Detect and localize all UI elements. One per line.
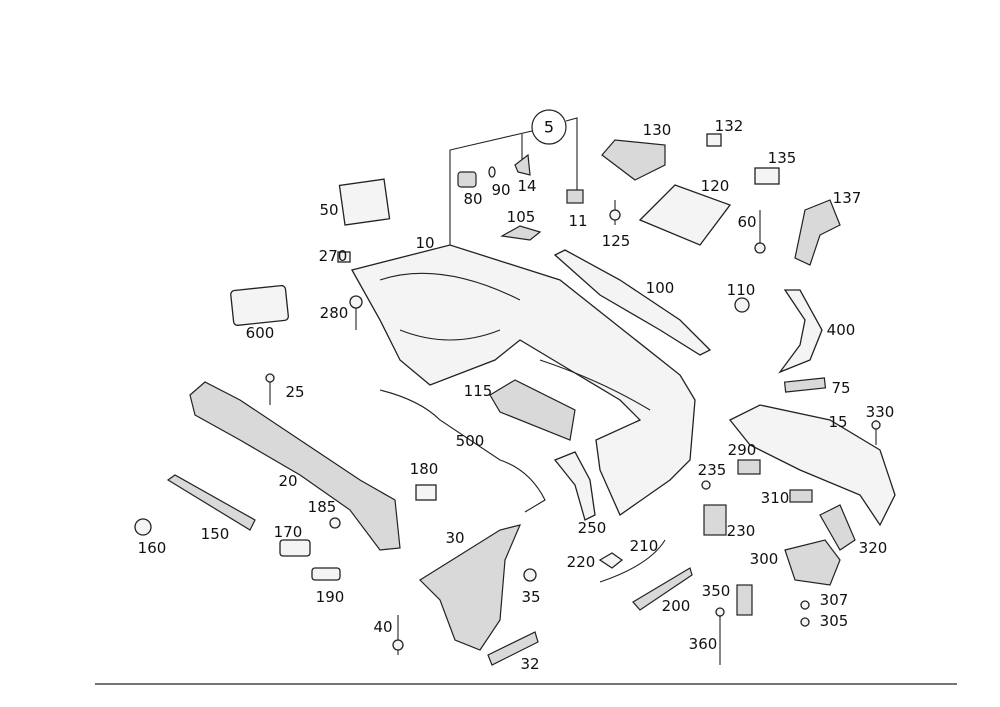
- part-600-cover[interactable]: [230, 284, 289, 326]
- part-310-clip[interactable]: [789, 489, 813, 503]
- part-label-500[interactable]: 500: [455, 432, 485, 450]
- part-130-bracket[interactable]: [601, 139, 666, 181]
- part-label-80[interactable]: 80: [463, 190, 483, 208]
- part-90-ring[interactable]: [488, 166, 496, 178]
- part-label-400[interactable]: 400: [826, 321, 856, 339]
- part-label-120[interactable]: 120: [700, 177, 730, 195]
- part-label-300[interactable]: 300: [749, 550, 779, 568]
- part-label-40[interactable]: 40: [373, 618, 393, 636]
- part-label-600[interactable]: 600: [245, 324, 275, 342]
- part-label-220[interactable]: 220: [566, 553, 596, 571]
- part-label-210[interactable]: 210: [629, 537, 659, 555]
- part-14-bracket[interactable]: [514, 153, 531, 176]
- part-210-strip[interactable]: [599, 539, 666, 583]
- part-200-bracket[interactable]: [632, 567, 693, 611]
- part-label-280[interactable]: 280: [319, 304, 349, 322]
- part-15-diffuser[interactable]: [728, 404, 896, 527]
- part-label-35[interactable]: 35: [521, 588, 541, 606]
- part-32-pad[interactable]: [487, 631, 539, 666]
- part-label-15[interactable]: 15: [828, 413, 848, 431]
- group-label-5[interactable]: 5: [543, 117, 555, 137]
- part-label-32[interactable]: 32: [520, 655, 540, 673]
- part-label-135[interactable]: 135: [767, 149, 797, 167]
- part-label-105[interactable]: 105: [506, 208, 536, 226]
- part-label-20[interactable]: 20: [278, 472, 298, 490]
- part-label-290[interactable]: 290: [727, 441, 757, 459]
- part-label-130[interactable]: 130: [642, 121, 672, 139]
- part-150-bracket[interactable]: [166, 474, 256, 531]
- part-label-310[interactable]: 310: [760, 489, 790, 507]
- part-120-frame[interactable]: [638, 184, 732, 246]
- part-label-100[interactable]: 100: [645, 279, 675, 297]
- part-label-170[interactable]: 170: [273, 523, 303, 541]
- part-320-bracket[interactable]: [819, 504, 856, 551]
- part-label-160[interactable]: 160: [137, 539, 167, 557]
- group-bracket: [449, 109, 578, 250]
- part-10-bumper-cover[interactable]: [351, 244, 696, 516]
- part-137-bracket[interactable]: [794, 199, 841, 266]
- part-label-180[interactable]: 180: [409, 460, 439, 478]
- part-label-60[interactable]: 60: [737, 213, 757, 231]
- part-label-11[interactable]: 11: [568, 212, 588, 230]
- part-20-bumper-carrier[interactable]: [189, 381, 401, 551]
- part-label-115[interactable]: 115: [463, 382, 493, 400]
- part-50-plate[interactable]: [338, 178, 391, 226]
- part-400-trim[interactable]: [778, 289, 823, 374]
- part-label-270[interactable]: 270: [318, 247, 348, 265]
- part-290-clip[interactable]: [737, 459, 761, 475]
- part-230-bracket[interactable]: [703, 504, 727, 536]
- part-label-132[interactable]: 132: [714, 117, 744, 135]
- part-label-235[interactable]: 235: [697, 461, 727, 479]
- part-label-90[interactable]: 90: [491, 181, 511, 199]
- part-label-200[interactable]: 200: [661, 597, 691, 615]
- part-11-bracket[interactable]: [566, 189, 584, 204]
- part-label-250[interactable]: 250: [577, 519, 607, 537]
- part-label-110[interactable]: 110: [726, 281, 756, 299]
- part-label-320[interactable]: 320: [858, 539, 888, 557]
- part-label-50[interactable]: 50: [319, 201, 339, 219]
- part-label-230[interactable]: 230: [726, 522, 756, 540]
- part-label-330[interactable]: 330: [865, 403, 895, 421]
- part-label-137[interactable]: 137: [832, 189, 862, 207]
- part-label-75[interactable]: 75: [831, 379, 851, 397]
- part-label-305[interactable]: 305: [819, 612, 849, 630]
- part-label-190[interactable]: 190: [315, 588, 345, 606]
- part-label-10[interactable]: 10: [415, 234, 435, 252]
- part-label-125[interactable]: 125: [601, 232, 631, 250]
- part-300-housing[interactable]: [784, 539, 841, 586]
- fasteners: [134, 133, 881, 665]
- part-label-185[interactable]: 185: [307, 498, 337, 516]
- part-label-360[interactable]: 360: [688, 635, 718, 653]
- part-115-grille[interactable]: [489, 379, 576, 441]
- part-label-30[interactable]: 30: [445, 529, 465, 547]
- part-500-wiring[interactable]: [379, 389, 546, 513]
- part-80-sensor[interactable]: [457, 171, 477, 188]
- part-label-307[interactable]: 307: [819, 591, 849, 609]
- part-250-trim[interactable]: [553, 451, 596, 521]
- part-105-cover[interactable]: [500, 225, 542, 241]
- part-30-panel[interactable]: [419, 524, 522, 651]
- part-100-strip[interactable]: [553, 249, 712, 356]
- part-label-14[interactable]: 14: [517, 177, 537, 195]
- part-label-350[interactable]: 350: [701, 582, 731, 600]
- part-label-150[interactable]: 150: [200, 525, 230, 543]
- part-label-25[interactable]: 25: [285, 383, 305, 401]
